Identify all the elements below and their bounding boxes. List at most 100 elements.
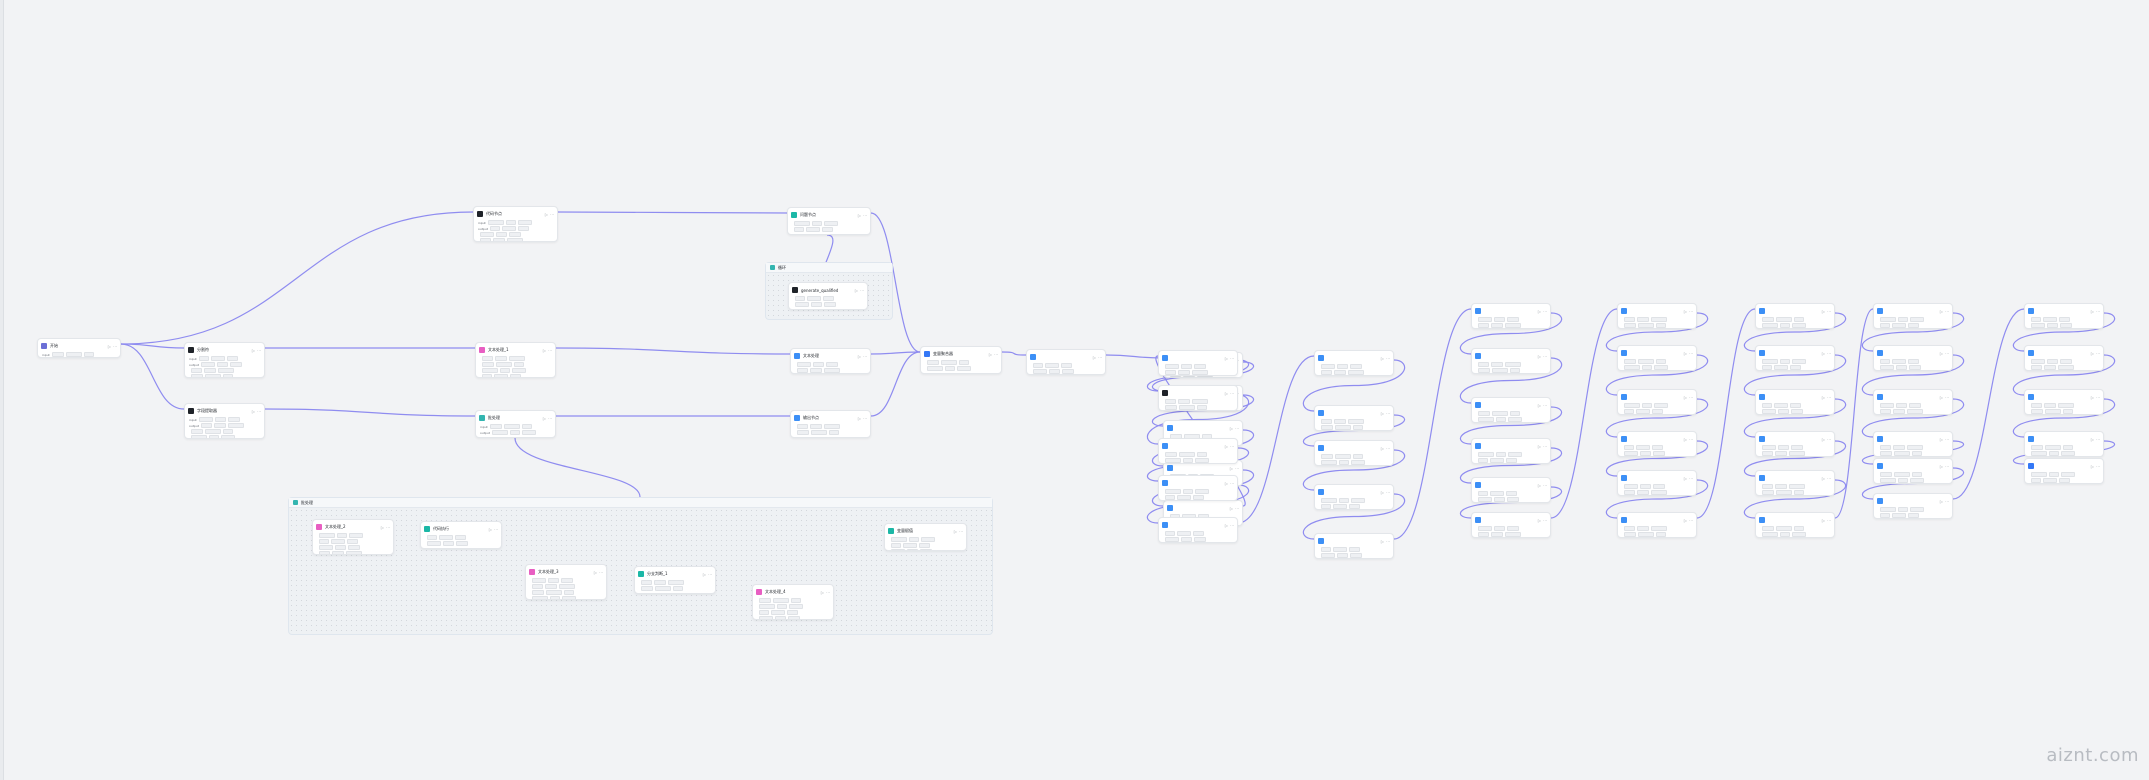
node-actions[interactable]: ▷⋯ bbox=[858, 416, 867, 421]
run-icon[interactable]: ▷ bbox=[1224, 522, 1228, 528]
node-n7[interactable]: generate_qualified▷⋯ bbox=[788, 282, 868, 310]
node-c3e[interactable]: ▷⋯ bbox=[1314, 533, 1394, 559]
node-l6[interactable]: 变量赋值▷⋯ bbox=[884, 523, 967, 551]
node-actions[interactable]: ▷⋯ bbox=[1230, 426, 1239, 431]
edge-n3-n5[interactable] bbox=[264, 408, 476, 417]
node-c8c[interactable]: ▷⋯ bbox=[2024, 389, 2104, 415]
edge-n1-n6[interactable] bbox=[557, 211, 788, 214]
node-c6f[interactable]: ▷⋯ bbox=[1755, 512, 1835, 538]
run-icon[interactable]: ▷ bbox=[1229, 505, 1233, 511]
edge-n4-n8[interactable] bbox=[555, 347, 791, 355]
edge-c2e-c3a[interactable] bbox=[1237, 355, 1315, 524]
node-actions[interactable]: ▷⋯ bbox=[108, 344, 117, 349]
more-icon[interactable]: ⋯ bbox=[1543, 353, 1547, 359]
node-c5c[interactable]: ▷⋯ bbox=[1617, 389, 1697, 415]
run-icon[interactable]: ▷ bbox=[1821, 475, 1825, 481]
more-icon[interactable]: ⋯ bbox=[1827, 350, 1831, 356]
node-actions[interactable]: ▷⋯ bbox=[1940, 309, 1949, 314]
node-actions[interactable]: ▷⋯ bbox=[1684, 518, 1693, 523]
node-actions[interactable]: ▷⋯ bbox=[1538, 483, 1547, 488]
more-icon[interactable]: ⋯ bbox=[1543, 308, 1547, 314]
more-icon[interactable]: ⋯ bbox=[257, 408, 261, 414]
more-icon[interactable]: ⋯ bbox=[1827, 517, 1831, 523]
node-c4e[interactable]: ▷⋯ bbox=[1471, 477, 1551, 503]
node-c3b[interactable]: ▷⋯ bbox=[1314, 405, 1394, 431]
run-icon[interactable]: ▷ bbox=[988, 351, 992, 357]
more-icon[interactable]: ⋯ bbox=[494, 526, 498, 532]
more-icon[interactable]: ⋯ bbox=[994, 351, 998, 357]
node-c7d[interactable]: ▷⋯ bbox=[1873, 431, 1953, 457]
node-actions[interactable]: ▷⋯ bbox=[594, 570, 603, 575]
node-c5e[interactable]: ▷⋯ bbox=[1617, 470, 1697, 496]
more-icon[interactable]: ⋯ bbox=[2096, 436, 2100, 442]
run-icon[interactable]: ▷ bbox=[1537, 353, 1541, 359]
more-icon[interactable]: ⋯ bbox=[1230, 480, 1234, 486]
node-l3[interactable]: 文本处理_3▷⋯ bbox=[525, 564, 607, 600]
node-actions[interactable]: ▷⋯ bbox=[1822, 437, 1831, 442]
run-icon[interactable]: ▷ bbox=[1380, 410, 1384, 416]
more-icon[interactable]: ⋯ bbox=[1386, 445, 1390, 451]
node-l5[interactable]: 文本处理_4▷⋯ bbox=[752, 584, 834, 620]
node-c4a[interactable]: ▷⋯ bbox=[1471, 303, 1551, 329]
more-icon[interactable]: ⋯ bbox=[863, 212, 867, 218]
run-icon[interactable]: ▷ bbox=[107, 343, 111, 349]
edge-c5f-c6a[interactable] bbox=[1696, 308, 1756, 519]
node-actions[interactable]: ▷⋯ bbox=[1822, 476, 1831, 481]
more-icon[interactable]: ⋯ bbox=[1945, 498, 1949, 504]
node-actions[interactable]: ▷⋯ bbox=[1538, 444, 1547, 449]
more-icon[interactable]: ⋯ bbox=[863, 353, 867, 359]
node-c7a[interactable]: ▷⋯ bbox=[1873, 303, 1953, 329]
more-icon[interactable]: ⋯ bbox=[1230, 355, 1234, 361]
edge-start-n2[interactable] bbox=[120, 343, 185, 349]
more-icon[interactable]: ⋯ bbox=[113, 343, 117, 349]
run-icon[interactable]: ▷ bbox=[1380, 355, 1384, 361]
more-icon[interactable]: ⋯ bbox=[1827, 475, 1831, 481]
run-icon[interactable]: ▷ bbox=[1821, 394, 1825, 400]
edge-start-n3[interactable] bbox=[120, 343, 185, 410]
run-icon[interactable]: ▷ bbox=[1821, 308, 1825, 314]
run-icon[interactable]: ▷ bbox=[1380, 538, 1384, 544]
more-icon[interactable]: ⋯ bbox=[599, 569, 603, 575]
run-icon[interactable]: ▷ bbox=[1537, 443, 1541, 449]
node-c4b[interactable]: ▷⋯ bbox=[1471, 348, 1551, 374]
node-n6[interactable]: 问题节点▷⋯ bbox=[787, 207, 871, 235]
node-c4f[interactable]: ▷⋯ bbox=[1471, 512, 1551, 538]
node-actions[interactable]: ▷⋯ bbox=[2091, 437, 2100, 442]
more-icon[interactable]: ⋯ bbox=[2096, 350, 2100, 356]
edge-start-n1[interactable] bbox=[120, 211, 474, 345]
node-actions[interactable]: ▷⋯ bbox=[1822, 518, 1831, 523]
node-actions[interactable]: ▷⋯ bbox=[1684, 395, 1693, 400]
node-actions[interactable]: ▷⋯ bbox=[1940, 464, 1949, 469]
node-actions[interactable]: ▷⋯ bbox=[989, 352, 998, 357]
run-icon[interactable]: ▷ bbox=[1821, 436, 1825, 442]
node-actions[interactable]: ▷⋯ bbox=[1684, 309, 1693, 314]
node-actions[interactable]: ▷⋯ bbox=[858, 213, 867, 218]
node-actions[interactable]: ▷⋯ bbox=[1381, 411, 1390, 416]
run-icon[interactable]: ▷ bbox=[1939, 498, 1943, 504]
more-icon[interactable]: ⋯ bbox=[548, 347, 552, 353]
run-icon[interactable]: ▷ bbox=[1939, 436, 1943, 442]
node-actions[interactable]: ▷⋯ bbox=[1684, 437, 1693, 442]
more-icon[interactable]: ⋯ bbox=[1235, 425, 1239, 431]
run-icon[interactable]: ▷ bbox=[1380, 445, 1384, 451]
run-icon[interactable]: ▷ bbox=[1537, 402, 1541, 408]
run-icon[interactable]: ▷ bbox=[1683, 475, 1687, 481]
node-actions[interactable]: ▷⋯ bbox=[1940, 437, 1949, 442]
node-c2c[interactable]: ▷⋯ bbox=[1158, 438, 1238, 464]
node-actions[interactable]: ▷⋯ bbox=[1381, 539, 1390, 544]
run-icon[interactable]: ▷ bbox=[251, 347, 255, 353]
run-icon[interactable]: ▷ bbox=[820, 589, 824, 595]
run-icon[interactable]: ▷ bbox=[593, 569, 597, 575]
run-icon[interactable]: ▷ bbox=[1821, 350, 1825, 356]
run-icon[interactable]: ▷ bbox=[857, 353, 861, 359]
more-icon[interactable]: ⋯ bbox=[1945, 436, 1949, 442]
more-icon[interactable]: ⋯ bbox=[1543, 517, 1547, 523]
more-icon[interactable]: ⋯ bbox=[1689, 517, 1693, 523]
node-c5f[interactable]: ▷⋯ bbox=[1617, 512, 1697, 538]
node-c2d[interactable]: ▷⋯ bbox=[1158, 475, 1238, 501]
run-icon[interactable]: ▷ bbox=[1683, 517, 1687, 523]
node-c6d[interactable]: ▷⋯ bbox=[1755, 431, 1835, 457]
